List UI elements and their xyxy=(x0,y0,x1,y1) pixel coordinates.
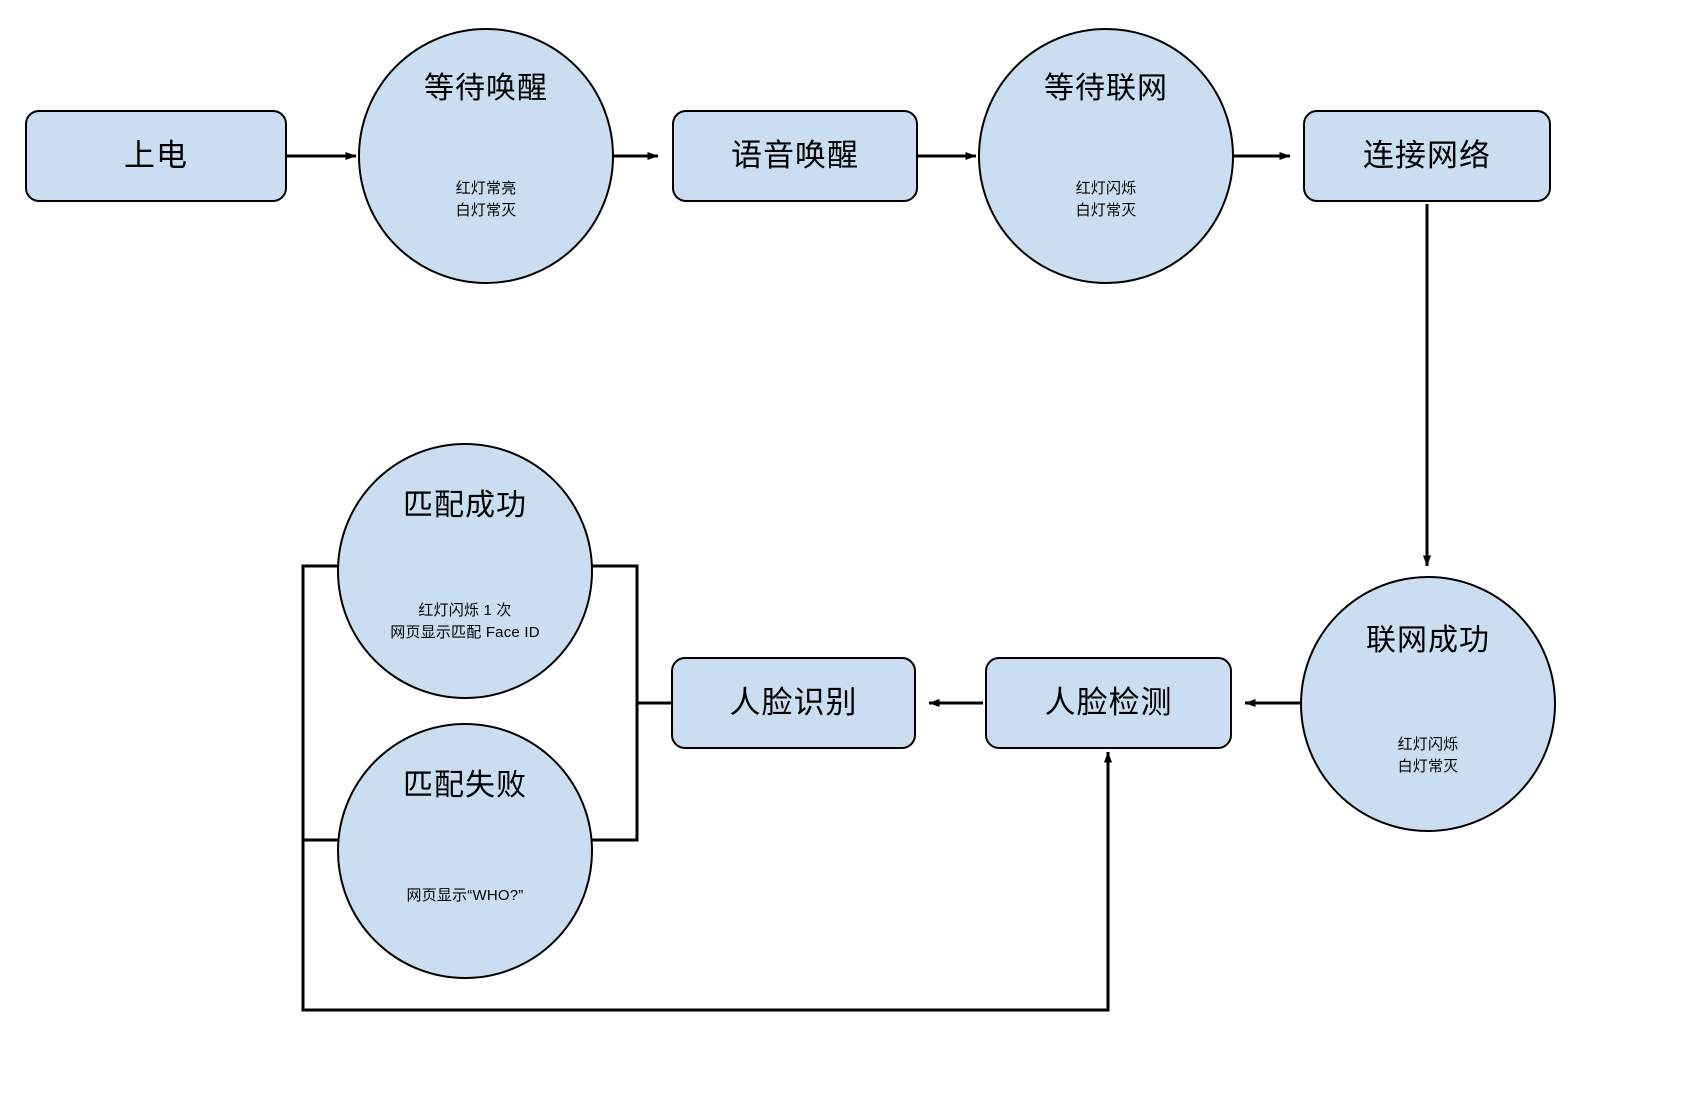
node-wait-wakeup-sub-1: 红灯常亮 xyxy=(455,180,517,197)
node-wait-wakeup-inner: 等待唤醒 红灯常亮 白灯常灭 xyxy=(360,30,612,282)
node-wait-network-inner: 等待联网 红灯闪烁 白灯常灭 xyxy=(980,30,1232,282)
node-face-recognize[interactable]: 人脸识别 xyxy=(671,657,916,749)
node-network-success-inner: 联网成功 红灯闪烁 白灯常灭 xyxy=(1302,578,1554,830)
node-wait-wakeup-label: 等待唤醒 xyxy=(424,72,548,105)
node-match-success-label: 匹配成功 xyxy=(403,489,527,522)
node-wait-network[interactable]: 等待联网 红灯闪烁 白灯常灭 xyxy=(978,28,1234,284)
node-match-fail-inner: 匹配失败 网页显示“WHO?” xyxy=(339,725,591,977)
node-voice-wakeup[interactable]: 语音唤醒 xyxy=(672,110,918,202)
node-match-success[interactable]: 匹配成功 红灯闪烁 1 次 网页显示匹配 Face ID xyxy=(337,443,593,699)
node-wait-wakeup-sub-2: 白灯常灭 xyxy=(455,201,517,219)
node-match-fail-label: 匹配失败 xyxy=(403,769,527,802)
node-wait-network-label: 等待联网 xyxy=(1044,72,1168,105)
node-connect-network[interactable]: 连接网络 xyxy=(1303,110,1551,202)
node-wait-wakeup[interactable]: 等待唤醒 红灯常亮 白灯常灭 xyxy=(358,28,614,284)
node-wait-network-sub-1: 红灯闪烁 xyxy=(1075,180,1137,197)
node-match-success-inner: 匹配成功 红灯闪烁 1 次 网页显示匹配 Face ID xyxy=(339,445,591,697)
node-match-fail-sub-1: 网页显示“WHO?” xyxy=(406,887,524,904)
node-match-success-sub-1: 红灯闪烁 1 次 xyxy=(418,602,512,619)
node-power-on-label: 上电 xyxy=(124,138,188,174)
node-network-success-sub-1: 红灯闪烁 xyxy=(1397,736,1459,753)
node-network-success-label: 联网成功 xyxy=(1366,624,1490,657)
node-match-fail[interactable]: 匹配失败 网页显示“WHO?” xyxy=(337,723,593,979)
node-connect-network-label: 连接网络 xyxy=(1363,138,1491,174)
node-face-recognize-label: 人脸识别 xyxy=(729,685,858,721)
node-wait-network-sub-2: 白灯常灭 xyxy=(1075,201,1137,219)
node-power-on[interactable]: 上电 xyxy=(25,110,287,202)
node-network-success-sub-2: 白灯常灭 xyxy=(1397,757,1459,775)
node-face-detect[interactable]: 人脸检测 xyxy=(985,657,1232,749)
node-voice-wakeup-label: 语音唤醒 xyxy=(731,138,859,174)
node-match-success-sub-2: 网页显示匹配 Face ID xyxy=(390,623,540,641)
node-face-detect-label: 人脸检测 xyxy=(1044,685,1173,721)
node-network-success[interactable]: 联网成功 红灯闪烁 白灯常灭 xyxy=(1300,576,1556,832)
